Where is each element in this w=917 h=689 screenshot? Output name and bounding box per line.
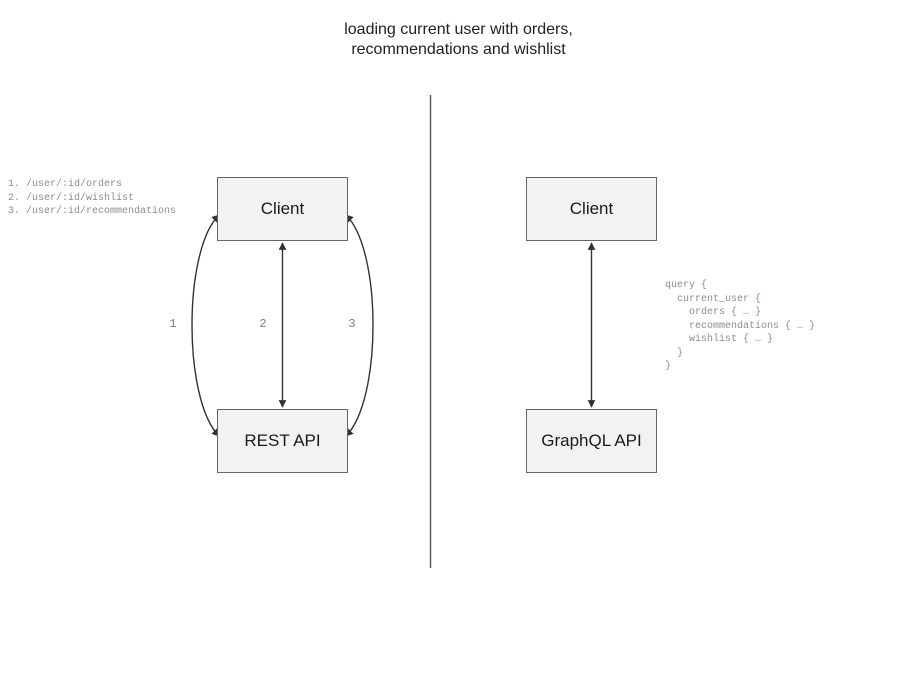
rest-edge-1-label: 1 <box>169 317 177 331</box>
node-client-rest-label: Client <box>260 199 305 218</box>
rest-edge-1-path <box>191 214 220 437</box>
node-rest-api[interactable]: REST API <box>217 409 348 473</box>
rest-edge-3-path <box>345 214 374 437</box>
rest-edge-3-label: 3 <box>348 317 356 331</box>
node-rest-api-label: REST API <box>244 431 321 450</box>
node-graphql-api-label: GraphQL API <box>541 431 642 450</box>
node-client-graphql-label: Client <box>569 199 614 218</box>
graphql-query-snippet: query { current_user { orders { … } reco… <box>665 280 816 372</box>
rest-edge-2-label: 2 <box>259 317 267 331</box>
node-client-graphql[interactable]: Client <box>526 177 657 241</box>
node-graphql-api[interactable]: GraphQL API <box>526 409 657 473</box>
node-client-rest[interactable]: Client <box>217 177 348 241</box>
rest-endpoint-list: 1. /user/:id/orders 2. /user/:id/wishlis… <box>8 179 177 217</box>
page-title: loading current user with orders, recomm… <box>344 21 573 58</box>
